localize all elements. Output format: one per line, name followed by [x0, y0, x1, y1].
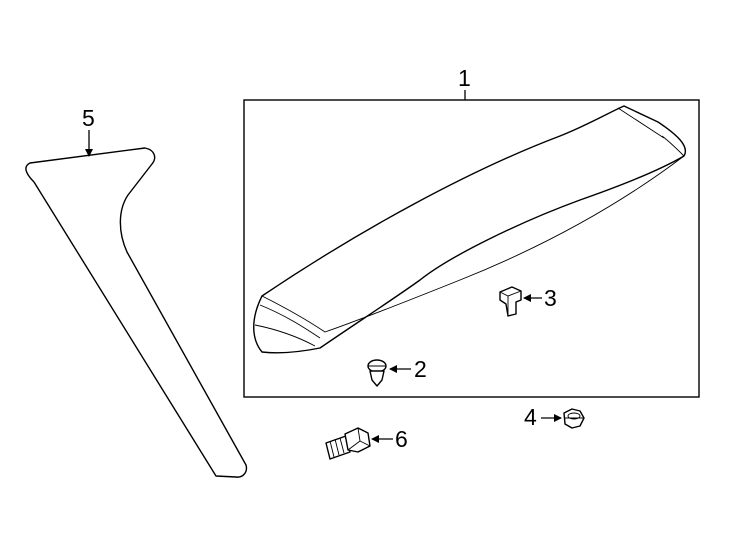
callout-3-label: 3: [544, 285, 557, 311]
callout-3[interactable]: 3: [523, 285, 557, 311]
callout-4[interactable]: 4: [524, 404, 562, 430]
callout-6[interactable]: 6: [371, 426, 408, 452]
callout-5[interactable]: 5: [82, 105, 95, 157]
callout-2-label: 2: [414, 356, 427, 382]
spoiler-part[interactable]: [253, 105, 687, 354]
trim-panel-part-5[interactable]: [25, 147, 248, 478]
nut-part-4[interactable]: [563, 408, 585, 429]
clip-part-2[interactable]: [367, 359, 387, 387]
bolt-part-6[interactable]: [325, 427, 371, 460]
callout-1-label: 1: [458, 65, 471, 91]
assembly-box: [243, 99, 700, 398]
callout-5-label: 5: [82, 105, 95, 131]
callout-4-label: 4: [524, 404, 537, 430]
callout-6-label: 6: [395, 426, 408, 452]
callout-1[interactable]: 1: [458, 65, 471, 100]
bracket-clip-part-3[interactable]: [499, 286, 522, 317]
callout-2[interactable]: 2: [389, 356, 427, 382]
